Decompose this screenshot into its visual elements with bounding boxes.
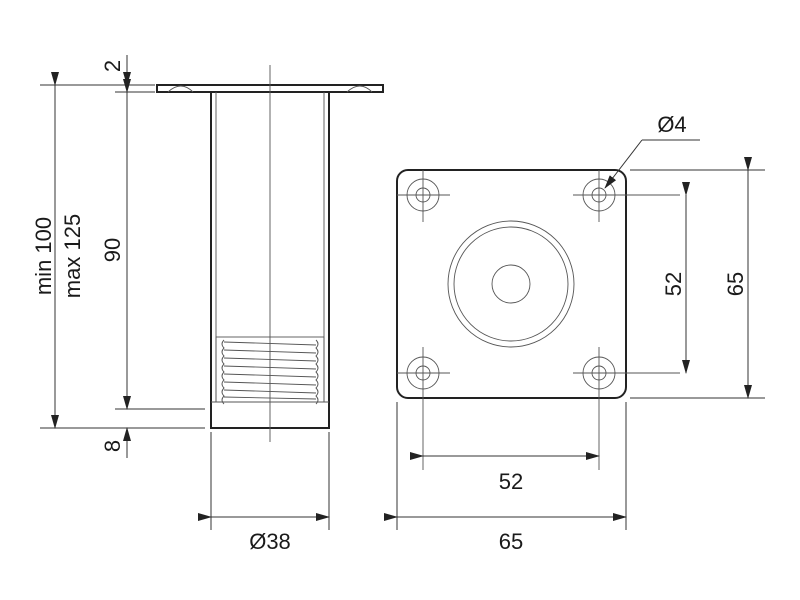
overall-height-min-label: min 100 <box>31 217 56 295</box>
top-view <box>396 169 680 470</box>
plate-countersinks <box>167 85 373 93</box>
plate-thickness-label: 2 <box>100 60 125 72</box>
outer-ring <box>447 220 575 348</box>
mounting-plate-top <box>396 169 627 399</box>
overall-height-max-label: max 125 <box>60 214 85 298</box>
plate-height-label: 65 <box>723 272 748 296</box>
hole-spacing-horizontal-label: 52 <box>499 469 523 494</box>
hole-spacing-vertical-label: 52 <box>661 272 686 296</box>
adjuster-height-label: 8 <box>100 440 125 452</box>
side-view <box>156 65 384 442</box>
mounting-holes <box>397 170 680 470</box>
center-hole <box>491 264 531 304</box>
hole-diameter-label: Ø4 <box>657 112 686 137</box>
side-dimension-lines <box>40 55 330 530</box>
top-dimension-lines <box>384 139 765 530</box>
plate-width-label: 65 <box>499 529 523 554</box>
tube-height-label: 90 <box>100 238 125 262</box>
tube-diameter-label: Ø38 <box>249 529 291 554</box>
